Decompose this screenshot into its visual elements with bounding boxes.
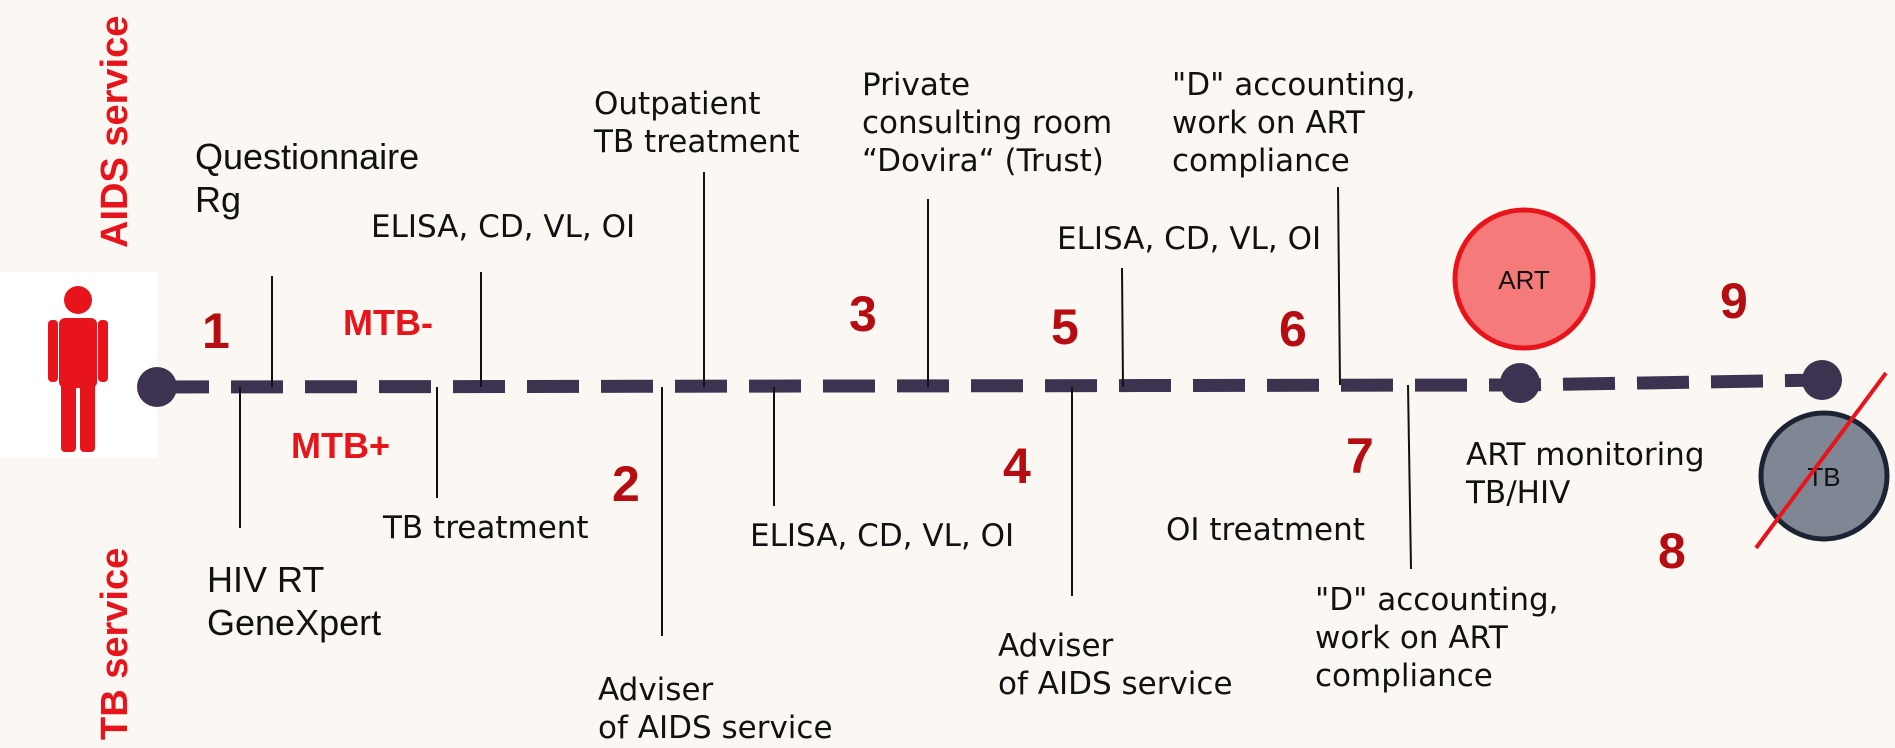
label-private-room: Private consulting room “Dovira“ (Trust)	[862, 67, 1113, 179]
aids-service-label: AIDS service	[94, 15, 136, 248]
timeline-art-dot	[1500, 363, 1540, 403]
timeline-start-dot	[137, 367, 177, 407]
label-oi-treatment: OI treatment	[1166, 512, 1365, 548]
step-number-6: 6	[1279, 301, 1307, 357]
art-circle	[1452, 207, 1596, 351]
step-number-1: 1	[202, 303, 230, 359]
tb-circle	[1758, 410, 1890, 542]
label-adviser-1: Adviser of AIDS service	[598, 672, 833, 746]
label-elisa-top-2: ELISA, CD, VL, OI	[1057, 221, 1322, 257]
label-art-monitoring: ART monitoring TB/HIV	[1466, 437, 1705, 511]
tb-service-label: TB service	[94, 547, 136, 740]
step-number-9: 9	[1720, 273, 1748, 329]
connector-elisa2	[1121, 267, 1124, 388]
step-number-3: 3	[849, 286, 877, 342]
label-d-accounting-bottom: "D" accounting, work on ART compliance	[1315, 582, 1559, 694]
art-circle-label: ART	[1498, 265, 1550, 295]
step-number-4: 4	[1003, 438, 1031, 494]
mtb-positive-label: MTB+	[291, 425, 390, 466]
tb-strike-line	[1754, 371, 1888, 550]
tb-circle-label: TB	[1807, 462, 1840, 492]
step-number-8: 8	[1658, 523, 1686, 579]
timeline-line	[156, 373, 1823, 394]
label-adviser-2: Adviser of AIDS service	[998, 628, 1233, 702]
connector-d-accounting-top	[1337, 186, 1341, 386]
label-d-accounting-top: "D" accounting, work on ART compliance	[1172, 67, 1416, 179]
label-outpatient: Outpatient TB treatment	[594, 86, 800, 160]
timeline-end-dot	[1802, 360, 1842, 400]
mtb-negative-label: MTB-	[343, 302, 433, 343]
step-number-7: 7	[1346, 428, 1374, 484]
label-questionnaire: Questionnaire Rg	[195, 136, 420, 221]
label-elisa-top-1: ELISA, CD, VL, OI	[371, 209, 636, 245]
label-elisa-bottom: ELISA, CD, VL, OI	[750, 518, 1015, 554]
person-icon	[0, 272, 157, 458]
step-number-2: 2	[612, 456, 640, 512]
connector-d-accounting-bottom	[1407, 384, 1412, 570]
label-tb-treatment: TB treatment	[383, 510, 589, 546]
label-hiv-rt: HIV RT GeneXpert	[207, 559, 382, 644]
step-number-5: 5	[1051, 299, 1079, 355]
